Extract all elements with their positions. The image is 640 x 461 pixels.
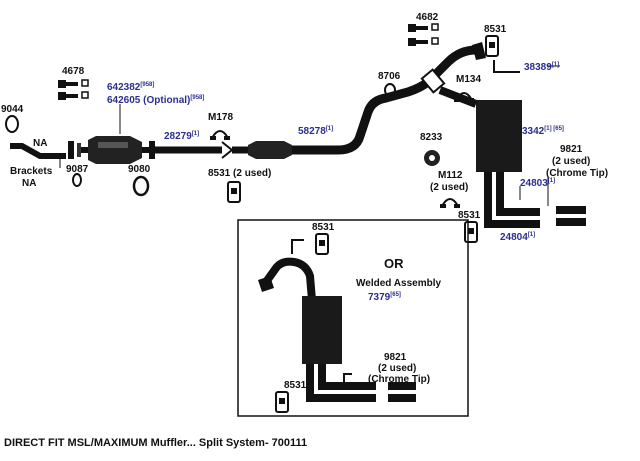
label-58278: 58278[1] <box>298 126 333 137</box>
inset-label-8531-top: 8531 <box>312 222 335 233</box>
label-3342: 3342[1] [65] <box>522 126 564 137</box>
inset-chrome-tip-1 <box>388 382 416 390</box>
diagram-caption: DIRECT FIT MSL/MAXIMUM Muffler... Split … <box>4 437 307 449</box>
flange-front <box>68 141 74 159</box>
label-na: NA <box>33 138 47 149</box>
inset-tailpipe-2 <box>306 364 376 402</box>
resonator <box>248 141 292 159</box>
label-642382: 642382[958] <box>107 82 154 93</box>
label-8233: 8233 <box>420 132 443 143</box>
bolt-set-4678-icon <box>58 79 89 100</box>
gasket-9087 <box>72 173 82 187</box>
label-8531-right: 8531 <box>458 210 481 221</box>
grommet-8233-icon <box>424 150 440 166</box>
label-9044: 9044 <box>1 104 24 115</box>
label-brackets: Brackets <box>10 166 53 177</box>
inset-label-welded: Welded Assembly <box>356 278 441 289</box>
inset-label-8531-bottom: 8531 <box>284 380 307 391</box>
tailpipe-24803 <box>496 172 540 216</box>
flange-rear <box>149 141 155 159</box>
inset-tip-bracket <box>343 373 352 382</box>
label-9821-used: (2 used) <box>552 156 590 167</box>
inset-label-or: OR <box>384 256 404 271</box>
label-9821-tip: (Chrome Tip) <box>546 168 608 179</box>
label-28279: 28279[1] <box>164 131 199 142</box>
inset-tailpipe-1 <box>318 364 376 390</box>
chrome-tip-1 <box>556 206 586 214</box>
inset-chrome-tip-2 <box>388 394 416 402</box>
label-m178: M178 <box>208 112 233 123</box>
label-24803: 24803[1] <box>520 178 555 189</box>
inset-hanger-top-icon <box>315 233 329 255</box>
gasket-9044 <box>5 115 19 133</box>
label-8531-top: 8531 <box>484 24 507 35</box>
inset-muffler <box>302 296 342 364</box>
label-24804: 24804[1] <box>500 232 535 243</box>
label-4682: 4682 <box>416 12 439 23</box>
clamp-m112-icon <box>440 198 460 208</box>
hanger-8531-center-icon <box>227 181 241 203</box>
catalytic-converter <box>88 136 142 164</box>
label-4678: 4678 <box>62 66 85 77</box>
label-9821: 9821 <box>560 144 583 155</box>
label-m134: M134 <box>456 74 481 85</box>
inset-hanger-bottom-icon <box>275 391 289 413</box>
inset-frame <box>237 219 469 417</box>
inset-bracket <box>291 239 304 254</box>
label-8531-2used: 8531 (2 used) <box>208 168 271 179</box>
chrome-tip-2 <box>556 218 586 226</box>
muffler-3342 <box>476 100 522 172</box>
inset-label-9821-tip: (Chrome Tip) <box>368 374 430 385</box>
hanger-8531-right-icon <box>464 221 478 243</box>
label-38389: 38389[1] <box>524 62 559 73</box>
label-9080: 9080 <box>128 164 151 175</box>
inset-label-9821: 9821 <box>384 352 407 363</box>
inset-inlet-tip <box>258 276 274 292</box>
front-pipe <box>10 143 66 159</box>
flange-front-2 <box>77 143 81 157</box>
label-642605: 642605 (Optional)[958] <box>107 95 204 106</box>
gasket-9080 <box>132 175 150 197</box>
converter-highlight <box>98 142 128 148</box>
label-m112: M112 <box>438 170 463 181</box>
label-brackets-na: NA <box>22 178 36 189</box>
clamp-flare <box>221 141 234 159</box>
inlet-tip <box>472 42 486 60</box>
bracket-38389 <box>493 60 520 73</box>
gasket-8706 <box>384 83 396 97</box>
inset-label-7379: 7379[65] <box>368 292 401 303</box>
inset-inlet-pipe <box>262 257 316 301</box>
clamp-8706 <box>420 68 446 94</box>
label-8706: 8706 <box>378 71 401 82</box>
hanger-8531-top-icon <box>485 35 499 57</box>
tailpipe-24804 <box>484 172 540 228</box>
label-9087: 9087 <box>66 164 89 175</box>
clamp-m134-icon <box>454 92 474 102</box>
leader-lines <box>59 65 560 206</box>
clamp-m178-icon <box>210 130 230 140</box>
pipe-58278 <box>292 78 431 155</box>
bolt-set-4682-icon <box>408 23 439 46</box>
label-m112-used: (2 used) <box>430 182 468 193</box>
inset-label-9821-used: (2 used) <box>378 363 416 374</box>
